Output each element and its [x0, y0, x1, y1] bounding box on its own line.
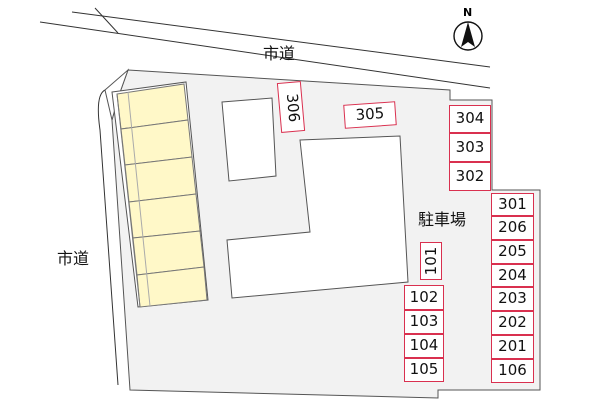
- road-edge-top-inner: [39, 21, 491, 89]
- parking-stall-204: 204: [491, 264, 534, 287]
- parking-stall-205: 205: [491, 240, 534, 264]
- main-building: [226, 135, 409, 299]
- building-edge: [116, 93, 141, 308]
- road-edge-corner: [94, 7, 119, 34]
- parking-stall-303: 303: [449, 133, 491, 162]
- parking-stall-306: 306: [276, 81, 306, 133]
- parking-stall-203: 203: [491, 287, 534, 311]
- parking-label: 駐車場: [418, 210, 467, 229]
- parking-stall-305: 305: [343, 101, 397, 129]
- road-edge-top: [71, 11, 491, 68]
- north-arrow-icon: [453, 21, 483, 51]
- road-edge-left: [97, 89, 119, 386]
- compass-label: N: [463, 6, 473, 19]
- compass: N: [452, 6, 488, 54]
- parking-stall-102: 102: [404, 285, 444, 310]
- balcony-line: [127, 91, 151, 307]
- road-label-top: 市道: [263, 44, 296, 63]
- parking-stall-202: 202: [491, 311, 534, 335]
- parking-stall-206: 206: [491, 216, 534, 240]
- parking-stall-105: 105: [404, 358, 444, 382]
- road-label-left: 市道: [57, 249, 90, 268]
- parking-stall-103: 103: [404, 310, 444, 334]
- parking-stall-104: 104: [404, 334, 444, 358]
- parking-stall-302: 302: [449, 162, 491, 191]
- parking-stall-101: 101: [420, 242, 442, 280]
- parking-stall-304: 304: [449, 105, 491, 133]
- small-building: [221, 97, 277, 182]
- highlighted-units: [116, 83, 208, 308]
- parking-stall-106: 106: [491, 359, 534, 383]
- parking-stall-301: 301: [491, 193, 534, 216]
- parking-stall-201: 201: [491, 335, 534, 359]
